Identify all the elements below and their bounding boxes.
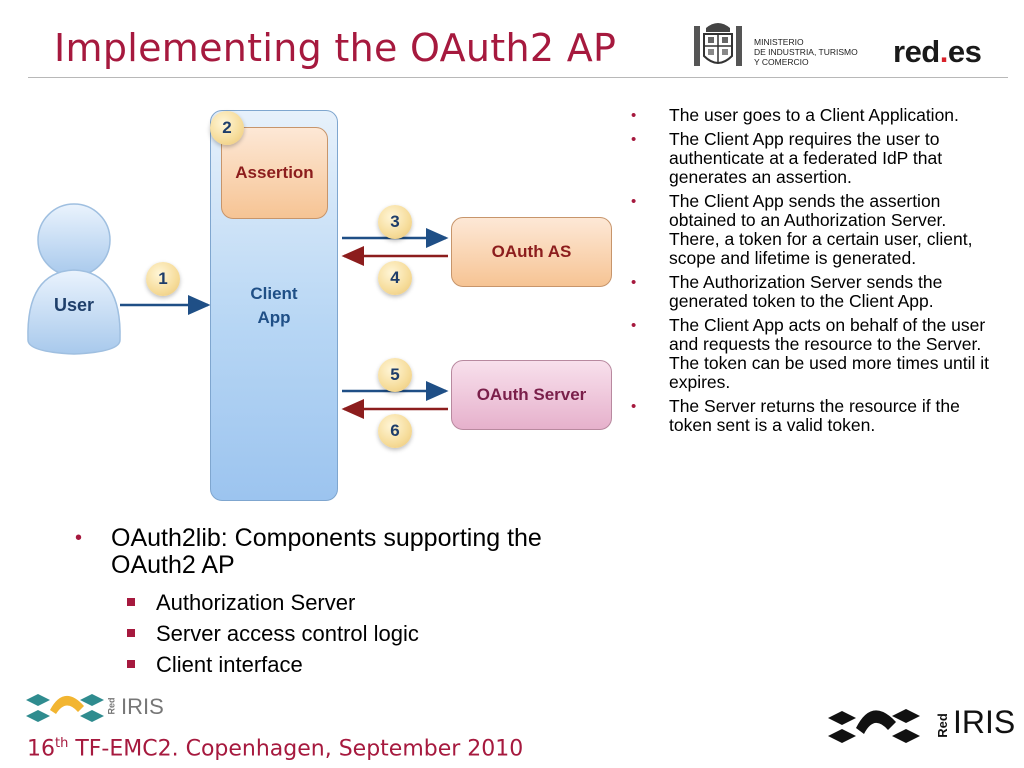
list-item: • The Client App acts on behalf of the us… <box>628 316 998 392</box>
oauth-flow-diagram: User Client App Assertion OAuth AS OAuth… <box>0 90 620 520</box>
list-item: Authorization Server <box>75 587 615 618</box>
list-item-text: The Authorization Server sends the gener… <box>669 272 943 311</box>
step-badge: 4 <box>378 261 412 295</box>
client-app-label: Client <box>250 283 298 303</box>
square-bullet-icon <box>127 598 135 606</box>
components-sublist: Authorization Server Server access contr… <box>75 587 615 680</box>
step-badge: 5 <box>378 358 412 392</box>
slide-title: Implementing the OAuth2 AP <box>54 26 617 70</box>
rediris-red-wrap: Red <box>106 695 122 719</box>
redes-logo: red.es <box>893 34 982 70</box>
bullet-icon: • <box>631 107 637 124</box>
rediris-red-text: Red <box>934 713 950 738</box>
list-item: • The Server returns the resource if the … <box>628 397 998 435</box>
bullet-icon: • <box>631 193 637 210</box>
user-label: User <box>53 295 95 315</box>
bullet-icon: • <box>631 131 637 148</box>
user-icon <box>27 203 121 355</box>
step-badge: 6 <box>378 414 412 448</box>
square-bullet-icon <box>127 660 135 668</box>
process-steps-list: •The user goes to a Client Application. … <box>628 106 998 440</box>
list-item: • The Authorization Server sends the gene… <box>628 273 998 311</box>
ministry-name: MINISTERIO DE INDUSTRIA, TURISMO Y COMER… <box>754 37 858 67</box>
redes-es: es <box>947 34 982 69</box>
list-item-text: OAuth2lib: Components supporting the OAu… <box>111 524 542 579</box>
assertion-label: Assertion <box>235 163 314 182</box>
list-item-text: The Client App sends the assertion obtai… <box>669 191 973 268</box>
rediris-mark-icon <box>828 709 920 743</box>
oauth-as-box: OAuth AS <box>451 217 612 287</box>
oauth-as-label: OAuth AS <box>491 242 572 261</box>
rediris-logo-large: Red IRIS <box>826 700 1016 748</box>
redes-red: red <box>893 34 940 69</box>
list-item-text: Authorization Server <box>156 590 356 615</box>
rediris-mark-icon <box>26 694 104 722</box>
list-item: Server access control logic <box>75 618 615 649</box>
ministry-line: MINISTERIO <box>754 37 804 47</box>
step-badge: 2 <box>210 111 244 145</box>
ministry-line: DE INDUSTRIA, TURISMO <box>754 47 858 57</box>
list-item-text: The Server returns the resource if the t… <box>669 396 960 435</box>
bullet-icon: • <box>631 398 637 415</box>
list-item: • The Client App requires the user to aut… <box>628 130 998 187</box>
rediris-logo-small: Red IRIS <box>24 686 164 726</box>
ministry-line: Y COMERCIO <box>754 57 809 67</box>
list-item: Client interface <box>75 649 615 680</box>
step-badge: 1 <box>146 262 180 296</box>
components-list: • OAuth2lib: Components supporting the O… <box>75 525 615 680</box>
footer-text: TF-EMC2. Copenhagen, September 2010 <box>68 736 524 762</box>
rediris-iris-text: IRIS <box>953 704 1016 740</box>
step-badge: 3 <box>378 205 412 239</box>
bullet-icon: • <box>631 274 637 291</box>
title-divider <box>28 77 1008 78</box>
footer-number: 16 <box>27 736 55 762</box>
square-bullet-icon <box>127 629 135 637</box>
list-item-text: Client interface <box>156 652 303 677</box>
list-item: • The Client App sends the assertion obta… <box>628 192 998 268</box>
rediris-red-text: Red <box>106 697 117 715</box>
footer-event: 16th TF-EMC2. Copenhagen, September 2010 <box>27 736 523 761</box>
list-item-text: The Client App requires the user to auth… <box>669 129 943 187</box>
ministry-logo: MINISTERIO DE INDUSTRIA, TURISMO Y COMER… <box>690 18 870 74</box>
coat-of-arms-icon <box>694 23 742 66</box>
rediris-iris-text: IRIS <box>121 694 164 719</box>
oauth-server-box: OAuth Server <box>451 360 612 430</box>
list-item-text: The Client App acts on behalf of the use… <box>669 315 990 392</box>
assertion-box: Assertion <box>221 127 328 219</box>
footer-superscript: th <box>55 736 69 751</box>
redes-dot: . <box>939 34 949 69</box>
client-app-label: App <box>257 307 291 327</box>
bullet-icon: • <box>631 317 637 334</box>
bullet-icon: • <box>75 527 83 549</box>
oauth-server-label: OAuth Server <box>476 385 587 404</box>
list-item: • The user goes to a Client Application. <box>628 106 998 125</box>
rediris-red-wrap: Red <box>934 706 952 742</box>
list-item: • OAuth2lib: Components supporting the O… <box>75 525 615 579</box>
list-item-text: The user goes to a Client Application. <box>669 105 959 125</box>
list-item-text: Server access control logic <box>156 621 419 646</box>
